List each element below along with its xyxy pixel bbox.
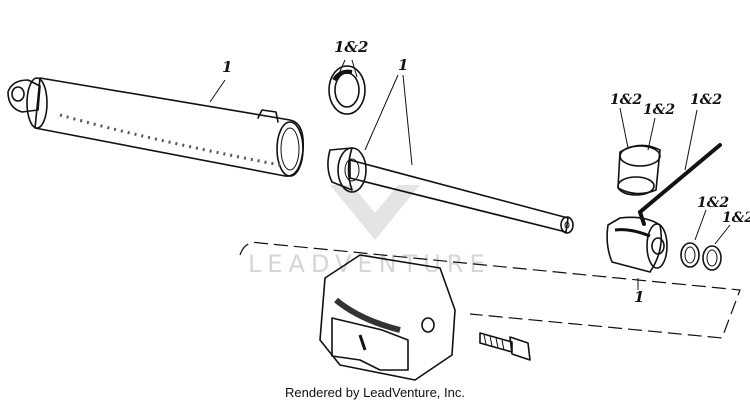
- watermark-text: LEADVENTURE: [248, 250, 491, 278]
- washer-b[interactable]: [702, 245, 722, 271]
- retaining-wire[interactable]: [638, 143, 722, 226]
- bolt[interactable]: [479, 332, 531, 361]
- callout-rod-seal-a: 1&2: [610, 92, 642, 108]
- rod-seal-ring[interactable]: [617, 144, 661, 196]
- assembly-outline: [239, 241, 741, 339]
- cylinder-barrel[interactable]: [7, 77, 305, 177]
- callout-washer-b: 1&2: [722, 210, 750, 226]
- watermark: LEADVENTURE: [248, 185, 491, 278]
- piston[interactable]: [327, 147, 367, 193]
- callout-retaining-wire: 1&2: [690, 92, 722, 108]
- callout-washer-a: 1&2: [697, 195, 729, 211]
- credit-text: Rendered by LeadVenture, Inc.: [285, 385, 465, 400]
- piston-seal[interactable]: [328, 65, 366, 115]
- clevis-block[interactable]: [319, 254, 456, 381]
- washer-a[interactable]: [680, 242, 700, 268]
- piston-rod[interactable]: [349, 159, 574, 234]
- callout-piston-rod: 1: [398, 56, 408, 74]
- callout-piston-seal: 1&2: [334, 38, 368, 56]
- callout-barrel: 1: [222, 58, 232, 76]
- leader-lines: [209, 59, 731, 290]
- callout-rod-seal-b: 1&2: [643, 102, 675, 118]
- callout-gland-group: 1: [634, 288, 644, 306]
- gland[interactable]: [606, 216, 668, 273]
